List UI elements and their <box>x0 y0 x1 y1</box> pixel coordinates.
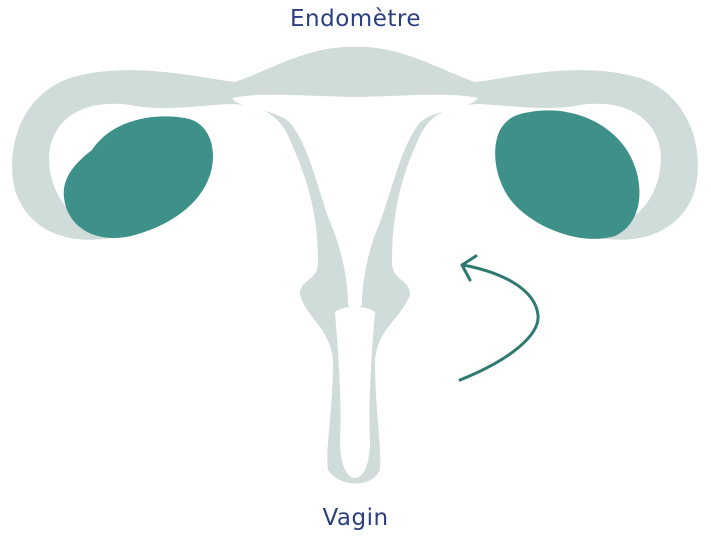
uterine-cavity <box>232 95 478 309</box>
endometrium-label: Endomètre <box>0 6 711 32</box>
curved-arrow-icon <box>460 256 538 380</box>
vagina-label: Vagin <box>0 505 711 531</box>
left-ovary <box>64 116 213 238</box>
right-ovary <box>495 110 639 238</box>
vaginal-canal <box>335 307 375 478</box>
